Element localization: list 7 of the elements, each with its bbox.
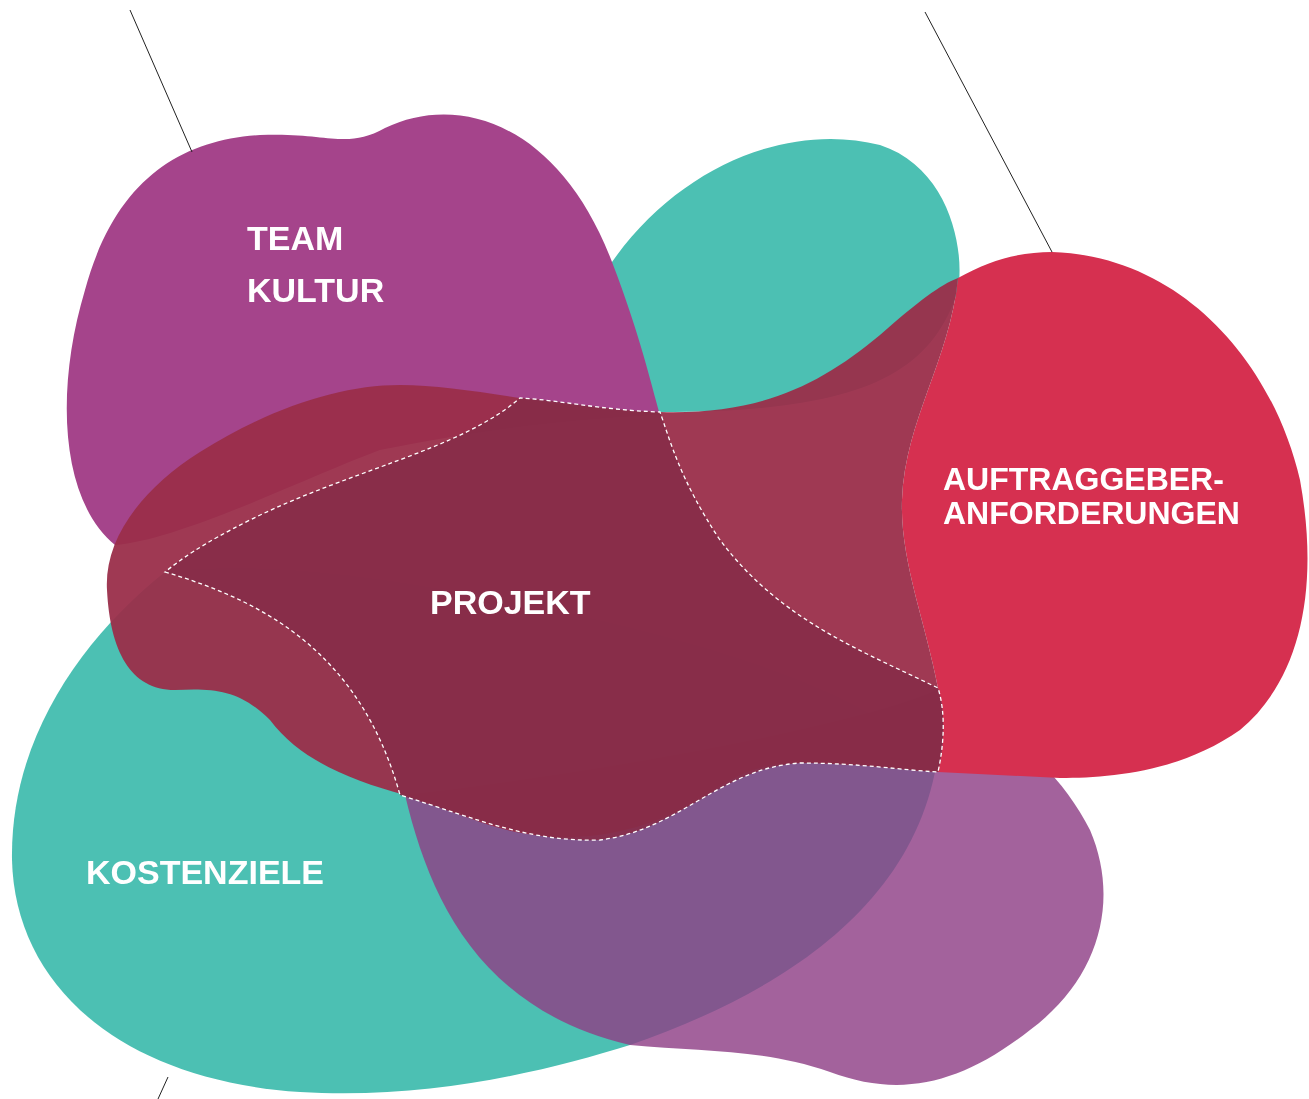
leader-line — [129, 9, 193, 153]
blob-label: PROJEKT — [430, 582, 592, 622]
blob-label: KOSTENZIELE — [86, 852, 326, 892]
leader-line — [157, 1076, 169, 1099]
blob-label: AUFTRAGGEBER-ANFORDERUNGEN — [943, 462, 1241, 530]
blob-label: TEAM KULTUR — [247, 218, 386, 311]
leader-line — [924, 11, 1053, 253]
